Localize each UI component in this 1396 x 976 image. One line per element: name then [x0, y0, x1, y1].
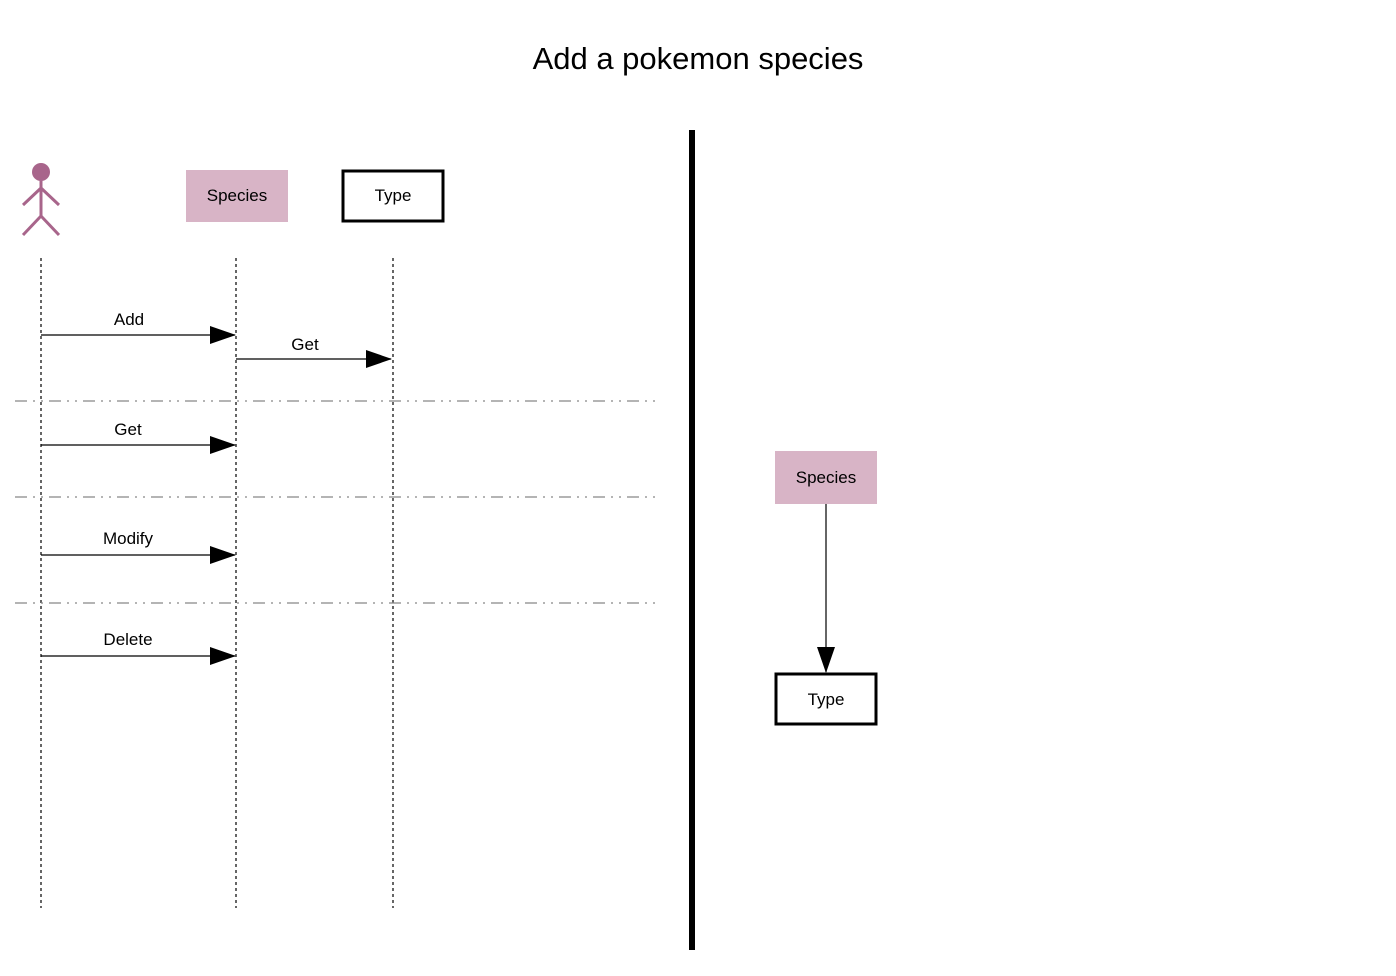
participant-species[interactable]: Species — [186, 170, 288, 222]
class-diagram: Species Type — [774, 451, 878, 726]
message-delete[interactable]: Delete — [41, 630, 236, 665]
participant-species-label: Species — [207, 186, 267, 205]
message-modify[interactable]: Modify — [41, 529, 236, 564]
message-add[interactable]: Add — [41, 310, 236, 344]
class-node-type-label: Type — [808, 690, 845, 709]
class-node-species[interactable]: Species — [775, 451, 877, 504]
participant-type-label: Type — [375, 186, 412, 205]
message-label: Get — [291, 335, 319, 354]
page-title: Add a pokemon species — [533, 41, 864, 76]
class-node-species-label: Species — [796, 468, 856, 487]
message-get[interactable]: Get — [41, 420, 236, 454]
actor-icon[interactable] — [21, 163, 61, 237]
message-label: Get — [114, 420, 142, 439]
message-label: Modify — [103, 529, 154, 548]
class-node-type[interactable]: Type — [774, 672, 878, 726]
message-label: Delete — [103, 630, 152, 649]
message-get-type[interactable]: Get — [236, 335, 392, 368]
message-label: Add — [114, 310, 144, 329]
sequence-diagram: Species Type Add Get Get — [15, 163, 655, 908]
participant-type[interactable]: Type — [341, 169, 445, 223]
